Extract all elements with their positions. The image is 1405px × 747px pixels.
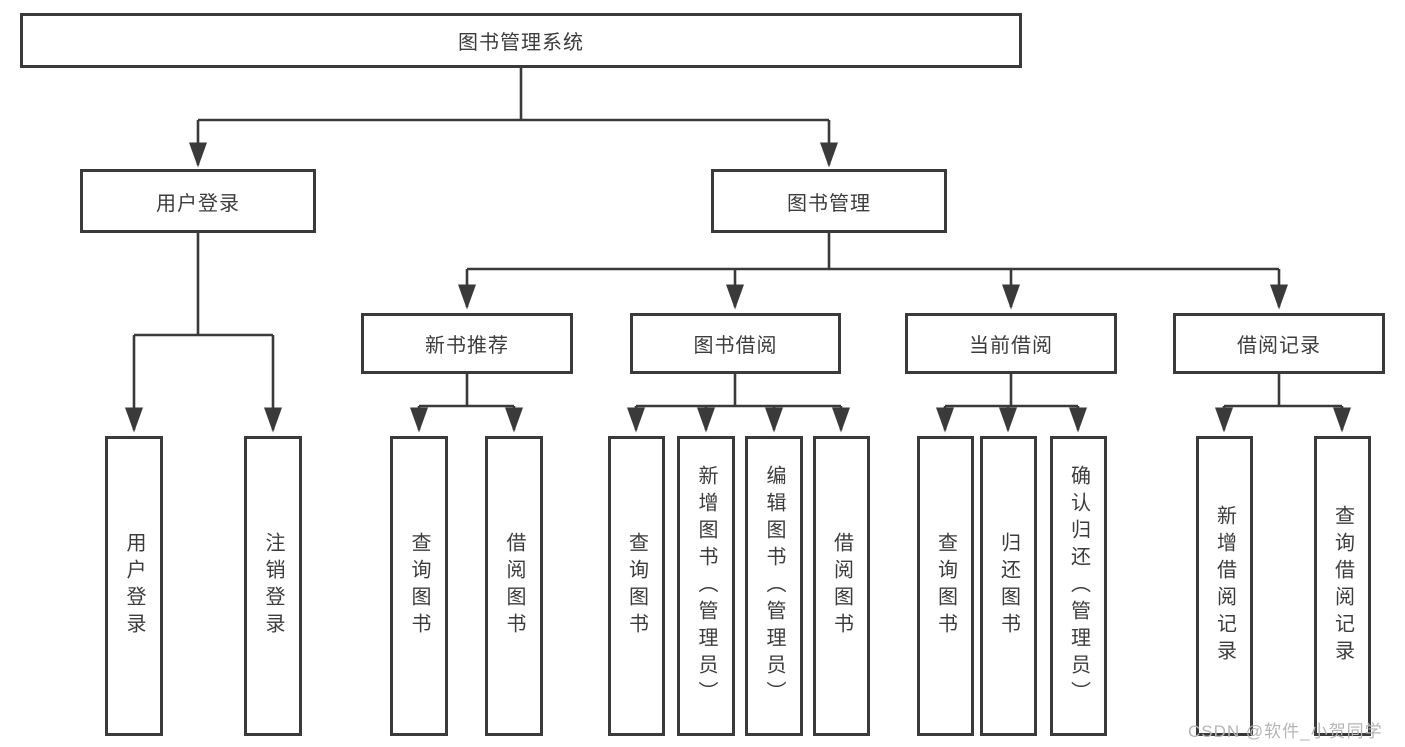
leaf-add-borrow-record: 新增借阅记录	[1196, 436, 1253, 736]
connector-book-borrow-group	[627, 374, 850, 433]
node-label: 图书管理	[787, 192, 871, 215]
node-label: 图书借阅	[693, 335, 778, 357]
node-label: 归还图书	[997, 532, 1020, 640]
connector-borrow-records-group	[1215, 374, 1351, 433]
leaf-return-book: 归还图书	[980, 436, 1037, 736]
csdn-watermark: CSDN @软件_小贺同学	[1188, 722, 1383, 741]
node-label: 新增图书（管理员）	[695, 464, 717, 708]
leaf-borrow-books: 借阅图书	[813, 436, 870, 736]
connector-current-borrow-group	[936, 374, 1087, 433]
node-label: 注销登录	[262, 532, 284, 640]
node-label: 新增借阅记录	[1213, 505, 1236, 667]
connector-new-book-group	[410, 374, 523, 433]
node-label: 查询图书	[408, 532, 430, 640]
node-label: 借阅图书	[503, 532, 525, 640]
connector-root-to-level2	[189, 67, 838, 168]
node-label: 图书管理系统	[458, 32, 584, 54]
leaf-add-book-admin: 新增图书（管理员）	[677, 436, 735, 736]
leaf-user-login: 用户登录	[105, 436, 163, 736]
node-label: 借阅图书	[830, 532, 853, 640]
node-label: 用户登录	[156, 192, 240, 215]
leaf-query-books-recommend: 查询图书	[390, 436, 448, 736]
node-book-management: 图书管理	[711, 169, 947, 233]
node-label: 查询图书	[934, 532, 957, 640]
node-book-borrow: 图书借阅	[630, 313, 841, 374]
leaf-confirm-return-admin: 确认归还（管理员）	[1050, 436, 1107, 736]
leaf-query-books-borrow: 查询图书	[608, 436, 665, 736]
leaf-logout: 注销登录	[244, 436, 302, 736]
leaf-query-borrow-record: 查询借阅记录	[1314, 436, 1371, 736]
node-label: 查询图书	[625, 532, 648, 640]
node-borrow-records: 借阅记录	[1173, 313, 1385, 374]
node-label: 新书推荐	[425, 335, 509, 357]
node-new-book-recommend: 新书推荐	[361, 313, 573, 374]
leaf-edit-book-admin: 编辑图书（管理员）	[745, 436, 803, 736]
node-label: 用户登录	[123, 532, 145, 640]
connector-book-management-to-level3	[458, 233, 1288, 310]
connector-user-login-group	[125, 233, 282, 433]
node-current-borrow: 当前借阅	[905, 313, 1117, 374]
node-label: 确认归还（管理员）	[1067, 464, 1090, 708]
leaf-query-books-current: 查询图书	[917, 436, 974, 736]
node-label: 编辑图书（管理员）	[763, 464, 785, 708]
leaf-borrow-books-recommend: 借阅图书	[485, 436, 543, 736]
node-label: 查询借阅记录	[1331, 505, 1354, 667]
node-library-management-system: 图书管理系统	[20, 13, 1022, 68]
node-label: 当前借阅	[969, 335, 1053, 357]
node-label: 借阅记录	[1237, 335, 1321, 357]
node-user-login: 用户登录	[80, 169, 316, 233]
